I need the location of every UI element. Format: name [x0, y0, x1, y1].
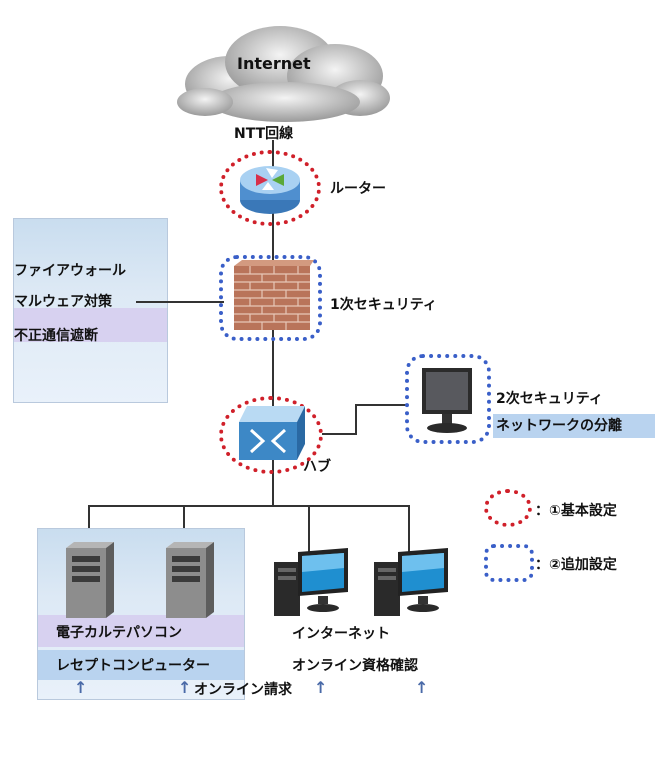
server-icon-1 — [60, 540, 116, 620]
legend-basic-label: ：①基本設定 — [535, 503, 617, 519]
up-arrow-2: ↑ — [178, 678, 192, 697]
online-billing-label: オンライン請求 — [194, 682, 292, 698]
monitor-label-1: 2次セキュリティ — [496, 391, 603, 407]
up-arrow-4: ↑ — [415, 678, 429, 697]
ntt-line-label: NTT回線 — [234, 126, 294, 142]
bus-horizontal — [88, 505, 410, 507]
up-arrow-3: ↑ — [314, 678, 328, 697]
bus-drop-3 — [308, 505, 310, 555]
pc-label-2: オンライン資格確認 — [292, 658, 418, 674]
bus-drop-4 — [408, 505, 410, 555]
legend-additional-marker — [484, 544, 534, 582]
internet-label: Internet — [237, 54, 311, 73]
server-band-1 — [38, 615, 244, 647]
connector-hub-monitor-h — [322, 433, 356, 435]
firewall-label: 1次セキュリティ — [330, 297, 437, 313]
monitor-label-2: ネットワークの分離 — [496, 418, 622, 434]
router-label: ルーター — [330, 181, 386, 197]
pc-label-1: インターネット — [292, 626, 390, 642]
legend-basic-marker — [484, 489, 532, 527]
up-arrow-1: ↑ — [74, 678, 88, 697]
internet-cloud — [170, 14, 400, 124]
connector-hub-bus — [272, 470, 274, 506]
legend-additional-label: ：②追加設定 — [535, 557, 617, 573]
server-band-2 — [38, 650, 244, 680]
connector-hub-monitor-v — [355, 404, 357, 435]
router-icon — [238, 158, 302, 218]
server-label-1: 電子カルテパソコン — [56, 625, 182, 641]
pc-icon-2 — [372, 548, 452, 620]
pc-icon-1 — [272, 548, 352, 620]
hub-label: ハブ — [303, 459, 331, 475]
router-basic-ring — [219, 150, 321, 226]
connector-panel-firewall — [136, 301, 224, 303]
panel-item-firewall: ファイアウォール — [14, 263, 126, 279]
monitor-additional-box — [405, 354, 491, 444]
cloud-icon — [177, 26, 390, 122]
firewall-icon — [230, 260, 314, 334]
connector-monitor — [355, 404, 407, 406]
monitor-label-band — [493, 414, 655, 438]
firewall-additional-box — [219, 255, 322, 341]
server-icon-2 — [160, 540, 216, 620]
panel-item-malware: マルウェア対策 — [14, 294, 112, 310]
monitor-icon — [420, 366, 476, 436]
server-label-2: レセプトコンピューター — [56, 658, 210, 674]
hub-icon — [233, 404, 311, 464]
panel-band — [14, 308, 167, 342]
hub-basic-ring — [219, 396, 323, 474]
panel-item-intrusion: 不正通信遮断 — [14, 328, 98, 344]
